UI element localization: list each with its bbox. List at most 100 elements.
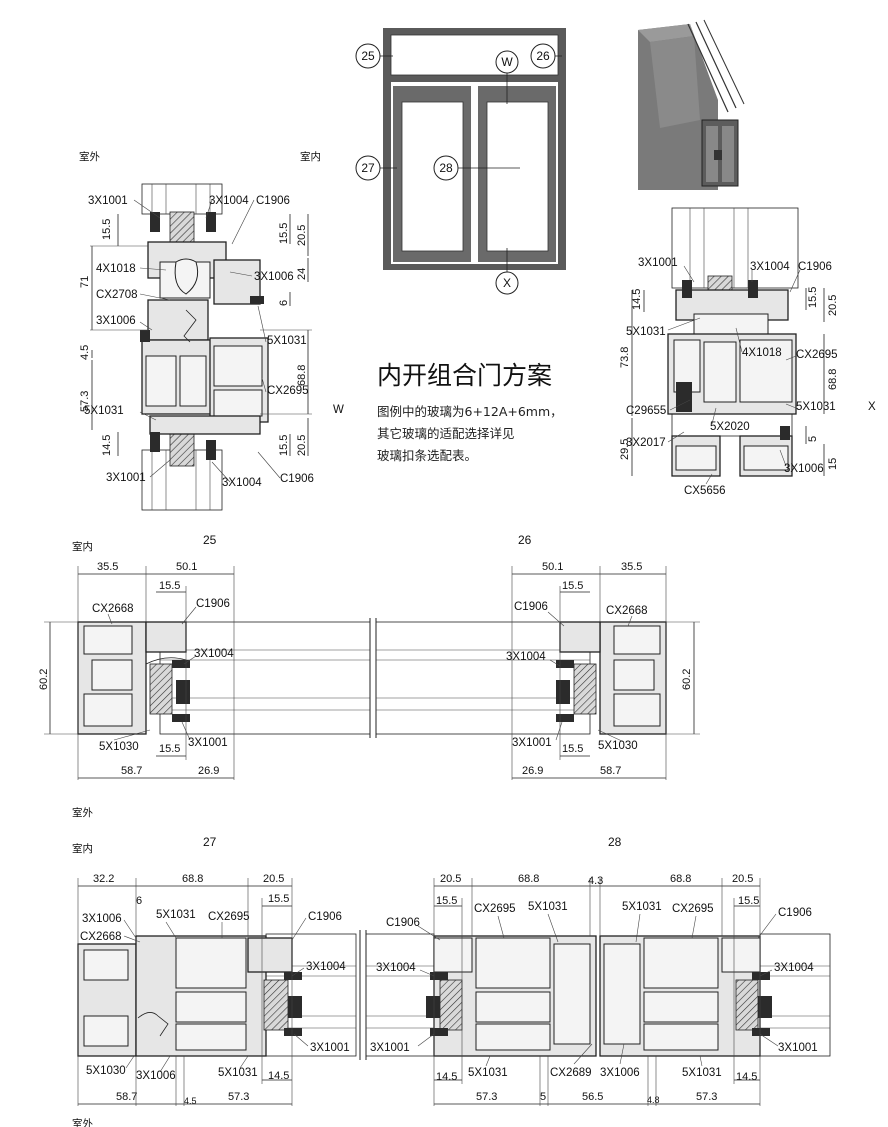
dim: 15.5 [278,223,290,244]
transom-glass [390,34,559,76]
dim: 24 [296,268,308,280]
page-title: 内开组合门方案 [377,361,552,390]
dim: 50.1 [542,561,563,573]
dim: 60.2 [38,669,50,690]
dim: 4.8 [647,1095,660,1105]
section-28-label: C1906 [386,917,420,929]
section-28-label: CX2695 [672,903,714,915]
section-26: 26 C1906 CX2668 3X1004 3X1001 5X1030 [375,533,700,780]
dim: 68.8 [518,873,539,885]
dim: 58.7 [116,1091,137,1103]
section-x-label: 3X1001 [638,257,678,269]
section-w-label: C1906 [256,195,290,207]
section-number: 25 [203,533,217,547]
dim: 14.5 [436,1071,457,1083]
dim: 15.5 [159,580,180,592]
dim: 58.7 [121,765,142,777]
label-inside: 室内 [72,842,93,855]
dim: 20.5 [296,225,308,246]
dim: 15.5 [268,893,289,905]
dim: 15.5 [159,743,180,755]
section-26-label: CX2668 [606,605,648,617]
section-27-label: CX2668 [80,931,122,943]
section-26-label: C1906 [514,601,548,613]
dim: 57.3 [79,391,91,412]
dim: 58.7 [600,765,621,777]
dim: 26.9 [198,765,219,777]
section-27-label: 3X1006 [136,1070,176,1082]
elevation-callouts: 25 26 W 27 28 X [355,43,556,295]
section-26-label: 5X1030 [598,740,638,752]
label-inside: 室内 [72,540,93,553]
section-w-label: 5X1031 [267,335,307,347]
dim: 60.2 [681,669,693,690]
section-27-label: 5X1030 [86,1065,126,1077]
dim: 73.8 [619,347,631,368]
dim: 68.8 [670,873,691,885]
section-26-label: 3X1004 [506,651,546,663]
dim: 35.5 [97,561,118,573]
section-28-label: 5X1031 [468,1067,508,1079]
section-w-label: CX2695 [267,385,309,397]
dim: 57.3 [696,1091,717,1103]
section-28-label: 5X1031 [528,901,568,913]
label-outside: 室外 [72,1117,93,1127]
section-x-label: 5X1031 [796,401,836,413]
section-x-label: 5X1031 [626,326,666,338]
section-28-label: 3X1001 [778,1042,818,1054]
section-x-label: 3X1006 [784,463,824,475]
section-26-label: 3X1001 [512,737,552,749]
dim: 15.5 [562,580,583,592]
section-number: 26 [518,533,532,547]
dim: 29.5 [619,439,631,460]
callout-26: 26 [536,49,550,63]
section-27-label: CX2695 [208,911,250,923]
section-w-label: 3X1001 [88,195,128,207]
section-x: X [619,207,876,497]
section-28: 28 [365,835,831,1106]
dim: 71 [79,276,91,288]
section-25-label: C1906 [196,598,230,610]
dim: 50.1 [176,561,197,573]
section-w-label: 3X1006 [254,271,294,283]
label-outside: 室外 [79,150,100,163]
section-x-label: C1906 [798,261,832,273]
section-25-label: 5X1030 [99,741,139,753]
dim: 68.8 [182,873,203,885]
dim: 14.5 [631,289,643,310]
section-27-label: 3X1001 [310,1042,350,1054]
headline: 内开组合门方案 图例中的玻璃为6+12A+6mm， 其它玻璃的适配选择详见 玻璃… [377,361,563,463]
dim: 68.8 [827,369,839,390]
note-line-2: 其它玻璃的适配选择详见 [377,426,515,441]
dim: 20.5 [296,435,308,456]
callout-x: X [503,276,511,290]
callout-28: 28 [439,161,453,175]
profile-3d-render [638,19,745,190]
section-w-label: CX2708 [96,289,138,301]
section-25-label: CX2668 [92,603,134,615]
section-28-label: 3X1006 [600,1067,640,1079]
section-28-label: 5X1031 [682,1067,722,1079]
section-x-label: 3X2017 [626,437,666,449]
dim: 68.8 [296,365,308,386]
section-27-label: 3X1006 [82,913,122,925]
dim: 6 [278,300,290,306]
dim: 20.5 [732,873,753,885]
dim: 20.5 [263,873,284,885]
dim: 4.5 [79,345,91,360]
dim: 15.5 [807,287,819,308]
dim: 15.5 [436,895,457,907]
note-line-3: 玻璃扣条选配表。 [377,448,477,463]
dim: 15 [827,458,839,470]
dim: 5 [807,436,819,442]
section-28-label: 5X1031 [622,901,662,913]
label-outside: 室外 [72,806,93,819]
axis-label-x: X [868,401,876,413]
dim: 56.5 [582,1091,603,1103]
section-w-label: 5X1031 [84,405,124,417]
section-27-label: 5X1031 [156,909,196,921]
dim: 4.3 [588,875,603,887]
section-27-label: 5X1031 [218,1067,258,1079]
dim: 20.5 [827,295,839,316]
